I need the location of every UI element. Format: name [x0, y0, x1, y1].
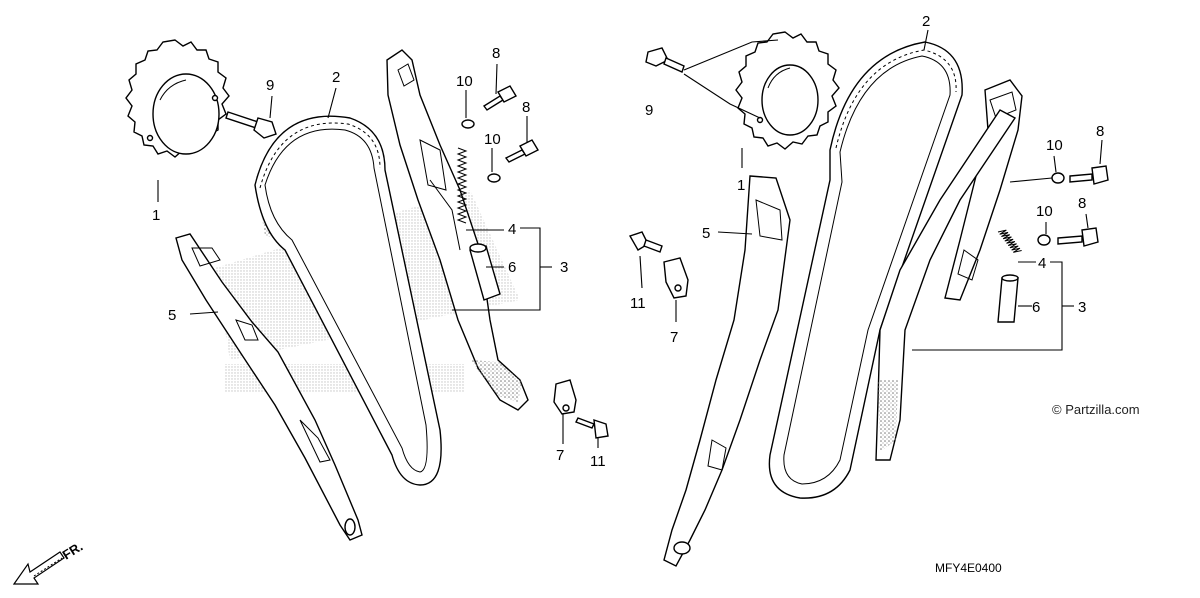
left-callout-2: 2 [332, 69, 340, 86]
right-bolt-upper [1069, 165, 1109, 185]
front-direction-indicator: FR. [12, 539, 85, 585]
right-callout-3: 3 [1078, 299, 1086, 316]
right-washer-lower [1037, 234, 1051, 246]
left-bracket [553, 379, 577, 415]
left-callout-9: 9 [266, 77, 274, 94]
left-callout-1: 1 [152, 207, 160, 224]
right-assembly: 9 1 2 10 8 10 8 4 6 3 5 11 7 [628, 13, 1109, 567]
right-callout-6: 6 [1032, 299, 1040, 316]
left-leader-lines [157, 63, 599, 448]
left-callout-8b: 8 [522, 99, 530, 116]
left-callout-7: 7 [556, 447, 564, 464]
left-chain-guide [175, 233, 363, 541]
right-washer-upper [1051, 172, 1065, 184]
right-leader-lines [639, 29, 1103, 351]
left-collar [469, 243, 501, 301]
copyright-text: © Partzilla.com [1052, 402, 1140, 417]
left-washer-upper [461, 119, 475, 129]
right-bracket-bolt [628, 231, 663, 253]
right-callout-8a: 8 [1096, 123, 1104, 140]
left-bracket-bolt [575, 417, 609, 439]
left-assembly: 1 2 9 8 10 8 10 4 6 3 5 7 11 [125, 39, 609, 541]
right-bracket [663, 257, 689, 299]
left-callout-4: 4 [508, 221, 516, 238]
right-sprocket-bolt [645, 47, 685, 73]
left-callout-5: 5 [168, 307, 176, 324]
left-bolt-upper [482, 85, 517, 111]
right-tensioner-spring [997, 229, 1022, 253]
right-callout-4: 4 [1038, 255, 1046, 272]
left-bolt-lower [504, 139, 539, 163]
left-cam-chain [254, 115, 442, 486]
right-chain-guide [663, 175, 791, 567]
right-tensioner-blade [875, 109, 1017, 461]
left-callout-6: 6 [508, 259, 516, 276]
right-cam-chain [768, 41, 963, 499]
left-cam-sprocket [125, 39, 230, 158]
right-bolt-lower [1057, 227, 1099, 247]
left-callout-10b: 10 [484, 131, 501, 148]
right-callout-11: 11 [630, 295, 646, 312]
right-cam-sprocket [735, 31, 840, 150]
left-callout-10a: 10 [456, 73, 473, 90]
front-arrow-icon [12, 551, 65, 585]
right-callout-7: 7 [670, 329, 678, 346]
right-callout-8b: 8 [1078, 195, 1086, 212]
left-washer-lower [487, 173, 501, 183]
right-callout-9: 9 [645, 102, 653, 119]
left-callout-3: 3 [560, 259, 568, 276]
left-callout-11: 11 [590, 453, 606, 470]
right-callout-10a: 10 [1046, 137, 1063, 154]
diagram-code: MFY4E0400 [935, 561, 1002, 575]
left-tensioner-arm [386, 49, 529, 411]
right-callout-2: 2 [922, 13, 930, 30]
right-callout-5: 5 [702, 225, 710, 242]
right-collar [997, 274, 1019, 323]
right-callout-1: 1 [737, 177, 745, 194]
left-tensioner-spring [456, 147, 468, 224]
left-callout-8a: 8 [492, 45, 500, 62]
right-callout-10b: 10 [1036, 203, 1053, 220]
left-sprocket-bolt [225, 111, 277, 139]
